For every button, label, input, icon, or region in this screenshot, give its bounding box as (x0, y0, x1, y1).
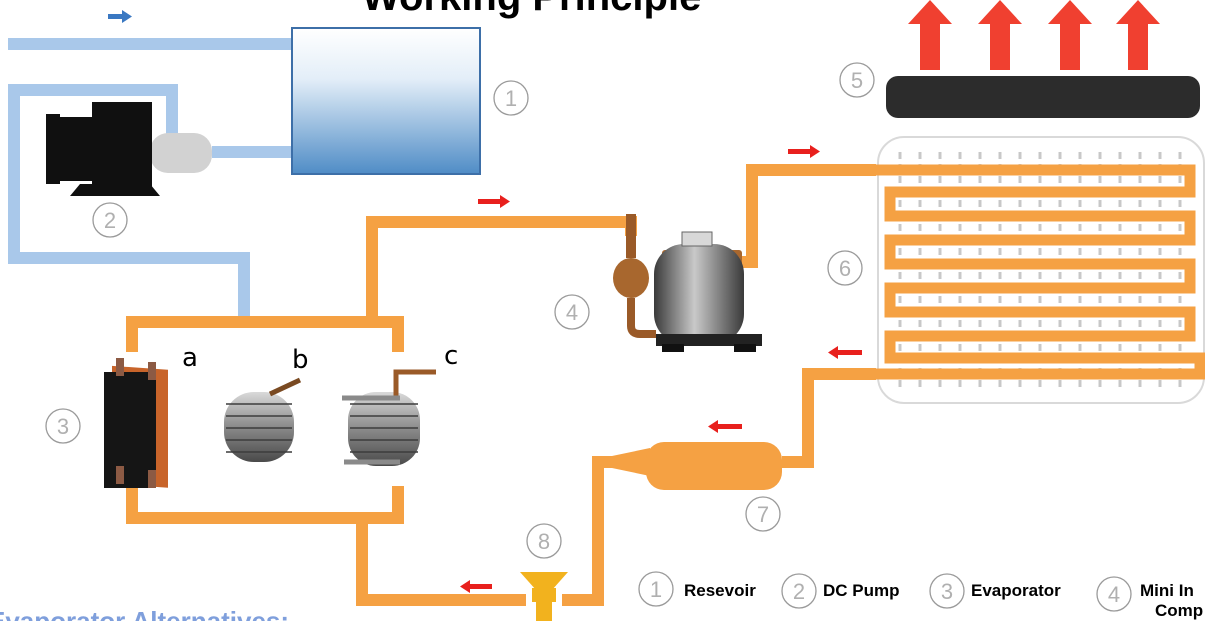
coil-evaporator-c (342, 369, 436, 466)
legend-label-dc-pump: DC Pump (823, 581, 900, 600)
condenser (876, 136, 1205, 404)
flow-arrow-icon (478, 195, 510, 208)
heat-arrow-icon (908, 0, 952, 70)
component-number: 5 (851, 68, 863, 93)
component-number-markers (45, 62, 875, 559)
legend-number: 1 (650, 577, 662, 602)
flow-arrow-icon (708, 420, 742, 433)
component-number: 2 (104, 208, 116, 233)
legend-label-compressor-line2: Comp (1155, 601, 1203, 620)
heat-arrows (908, 0, 1160, 70)
component-number: 6 (839, 256, 851, 281)
heat-arrow-icon (1116, 0, 1160, 70)
heat-plate (886, 76, 1200, 118)
refrigerant-pipes (126, 164, 876, 606)
evaporator-alternatives-title: Evaporator Alternatives: (0, 606, 289, 621)
legend-number: 4 (1108, 582, 1120, 607)
expansion-valve-icon (520, 572, 568, 621)
flow-arrow-icon (828, 346, 862, 359)
component-number: 3 (57, 414, 69, 439)
component-number: 1 (505, 86, 517, 111)
variant-label-a: a (182, 343, 198, 373)
flow-arrow-icon (460, 580, 492, 593)
legend-label-resevoir: Resevoir (684, 581, 756, 600)
compressor-icon (613, 214, 762, 352)
component-number: 4 (566, 300, 578, 325)
legend-number: 3 (941, 579, 953, 604)
component-number: 8 (538, 529, 550, 554)
reservoir (291, 27, 481, 175)
diagram-title: Working Principle (362, 0, 701, 19)
plate-heat-exchanger (104, 358, 168, 488)
heat-arrow-icon (978, 0, 1022, 70)
legend-label-evaporator: Evaporator (971, 581, 1061, 600)
legend-label-compressor-line1: Mini In (1140, 581, 1194, 600)
refrigerant-flow-arrows (460, 145, 862, 593)
heat-arrow-icon (1048, 0, 1092, 70)
coil-evaporator-b (224, 377, 302, 462)
dc-pump-icon (46, 102, 212, 196)
variant-label-c: c (444, 341, 458, 371)
filter-drier (612, 442, 782, 490)
water-pipes (8, 38, 292, 318)
water-flow-arrow-icon (108, 10, 132, 23)
component-number: 7 (757, 502, 769, 527)
legend: 1 2 3 4 Resevoir DC Pump Evaporator Mini… (638, 571, 1203, 620)
legend-number: 2 (793, 579, 805, 604)
variant-label-b: b (292, 345, 309, 375)
flow-arrow-icon (788, 145, 820, 158)
